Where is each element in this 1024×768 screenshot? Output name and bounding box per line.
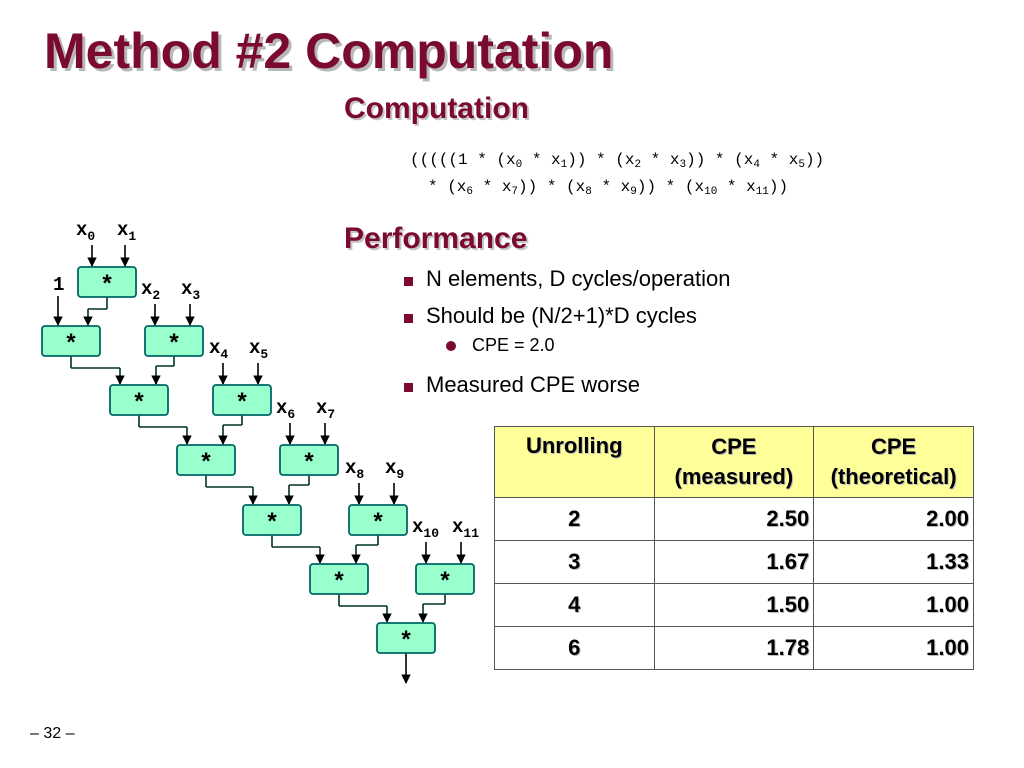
svg-text:*: *: [237, 388, 247, 415]
input-label-x6: x6: [276, 397, 295, 422]
svg-text:*: *: [304, 448, 314, 475]
header-unrolling: Unrolling: [494, 426, 655, 498]
svg-text:*: *: [201, 448, 211, 475]
multiply-node: *: [212, 384, 272, 416]
svg-text:*: *: [373, 508, 383, 535]
multiply-node: *: [279, 444, 339, 476]
multiply-node: *: [109, 384, 169, 416]
page-number: – 32 –: [30, 725, 75, 742]
table-row: 6 1.78 1.00: [494, 626, 974, 670]
multiply-node: *: [415, 563, 475, 595]
diagram-wires: [53, 245, 466, 684]
multiply-node: *: [309, 563, 369, 595]
performance-bullets: N elements, D cycles/operation Should be…: [404, 266, 730, 409]
formula-line-1: (((((1 * (x0 * x1)) * (x2 * x3)) * (x4 *…: [410, 151, 825, 171]
cell-cpe-theoretical: 2.00: [813, 497, 974, 541]
cpe-table: Unrolling CPE(measured) CPE(theoretical)…: [494, 426, 974, 670]
svg-text:*: *: [440, 567, 450, 594]
multiply-node: *: [41, 325, 101, 357]
multiply-node: *: [348, 504, 408, 536]
bullet-should-be: Should be (N/2+1)*D cycles: [404, 303, 730, 329]
input-label-x3: x3: [181, 278, 200, 303]
svg-text:*: *: [134, 388, 144, 415]
svg-text:*: *: [334, 567, 344, 594]
header-cpe-theoretical: CPE(theoretical): [813, 426, 974, 498]
multiply-node: *: [376, 622, 436, 654]
input-label-x11: x11: [452, 516, 479, 541]
input-label-x9: x9: [385, 457, 404, 482]
input-label-x10: x10: [412, 516, 439, 541]
diagram-operators: * * * * * * * * * * * *: [41, 266, 475, 654]
multiply-node: *: [77, 266, 137, 298]
input-label-x1: x1: [117, 219, 136, 244]
constant-one: 1: [53, 274, 64, 296]
input-label-x0: x0: [76, 219, 95, 244]
input-label-x8: x8: [345, 457, 364, 482]
svg-text:*: *: [66, 329, 76, 356]
cell-cpe-measured: 2.50: [653, 497, 815, 541]
formula-line-2: * (x6 * x7)) * (x8 * x9)) * (x10 * x11)): [428, 178, 789, 198]
table-header-row: Unrolling CPE(measured) CPE(theoretical): [494, 426, 974, 498]
sub-bullet-cpe: CPE = 2.0: [404, 335, 730, 356]
table-row: 2 2.50 2.00: [494, 497, 974, 541]
cell-unrolling: 6: [494, 626, 655, 670]
cell-unrolling: 3: [494, 540, 655, 584]
cell-cpe-theoretical: 1.00: [813, 583, 974, 627]
svg-text:*: *: [102, 270, 112, 297]
performance-heading: Performance: [344, 222, 528, 255]
header-cpe-measured: CPE(measured): [653, 426, 815, 498]
cell-cpe-measured: 1.67: [653, 540, 815, 584]
multiply-node: *: [176, 444, 236, 476]
cell-cpe-theoretical: 1.00: [813, 626, 974, 670]
bullet-measured-worse: Measured CPE worse: [404, 372, 730, 398]
svg-text:*: *: [267, 508, 277, 535]
input-label-x2: x2: [141, 278, 160, 303]
input-label-x7: x7: [316, 397, 335, 422]
table-row: 3 1.67 1.33: [494, 540, 974, 584]
computation-heading: Computation: [344, 92, 529, 125]
input-label-x4: x4: [209, 337, 228, 362]
bullet-n-elements: N elements, D cycles/operation: [404, 266, 730, 292]
multiply-node: *: [144, 325, 204, 357]
slide-title: Method #2 Computation: [44, 23, 614, 79]
cell-cpe-measured: 1.78: [653, 626, 815, 670]
cell-cpe-theoretical: 1.33: [813, 540, 974, 584]
input-label-x5: x5: [249, 337, 268, 362]
svg-text:*: *: [169, 329, 179, 356]
multiply-node: *: [242, 504, 302, 536]
svg-text:*: *: [401, 626, 411, 653]
